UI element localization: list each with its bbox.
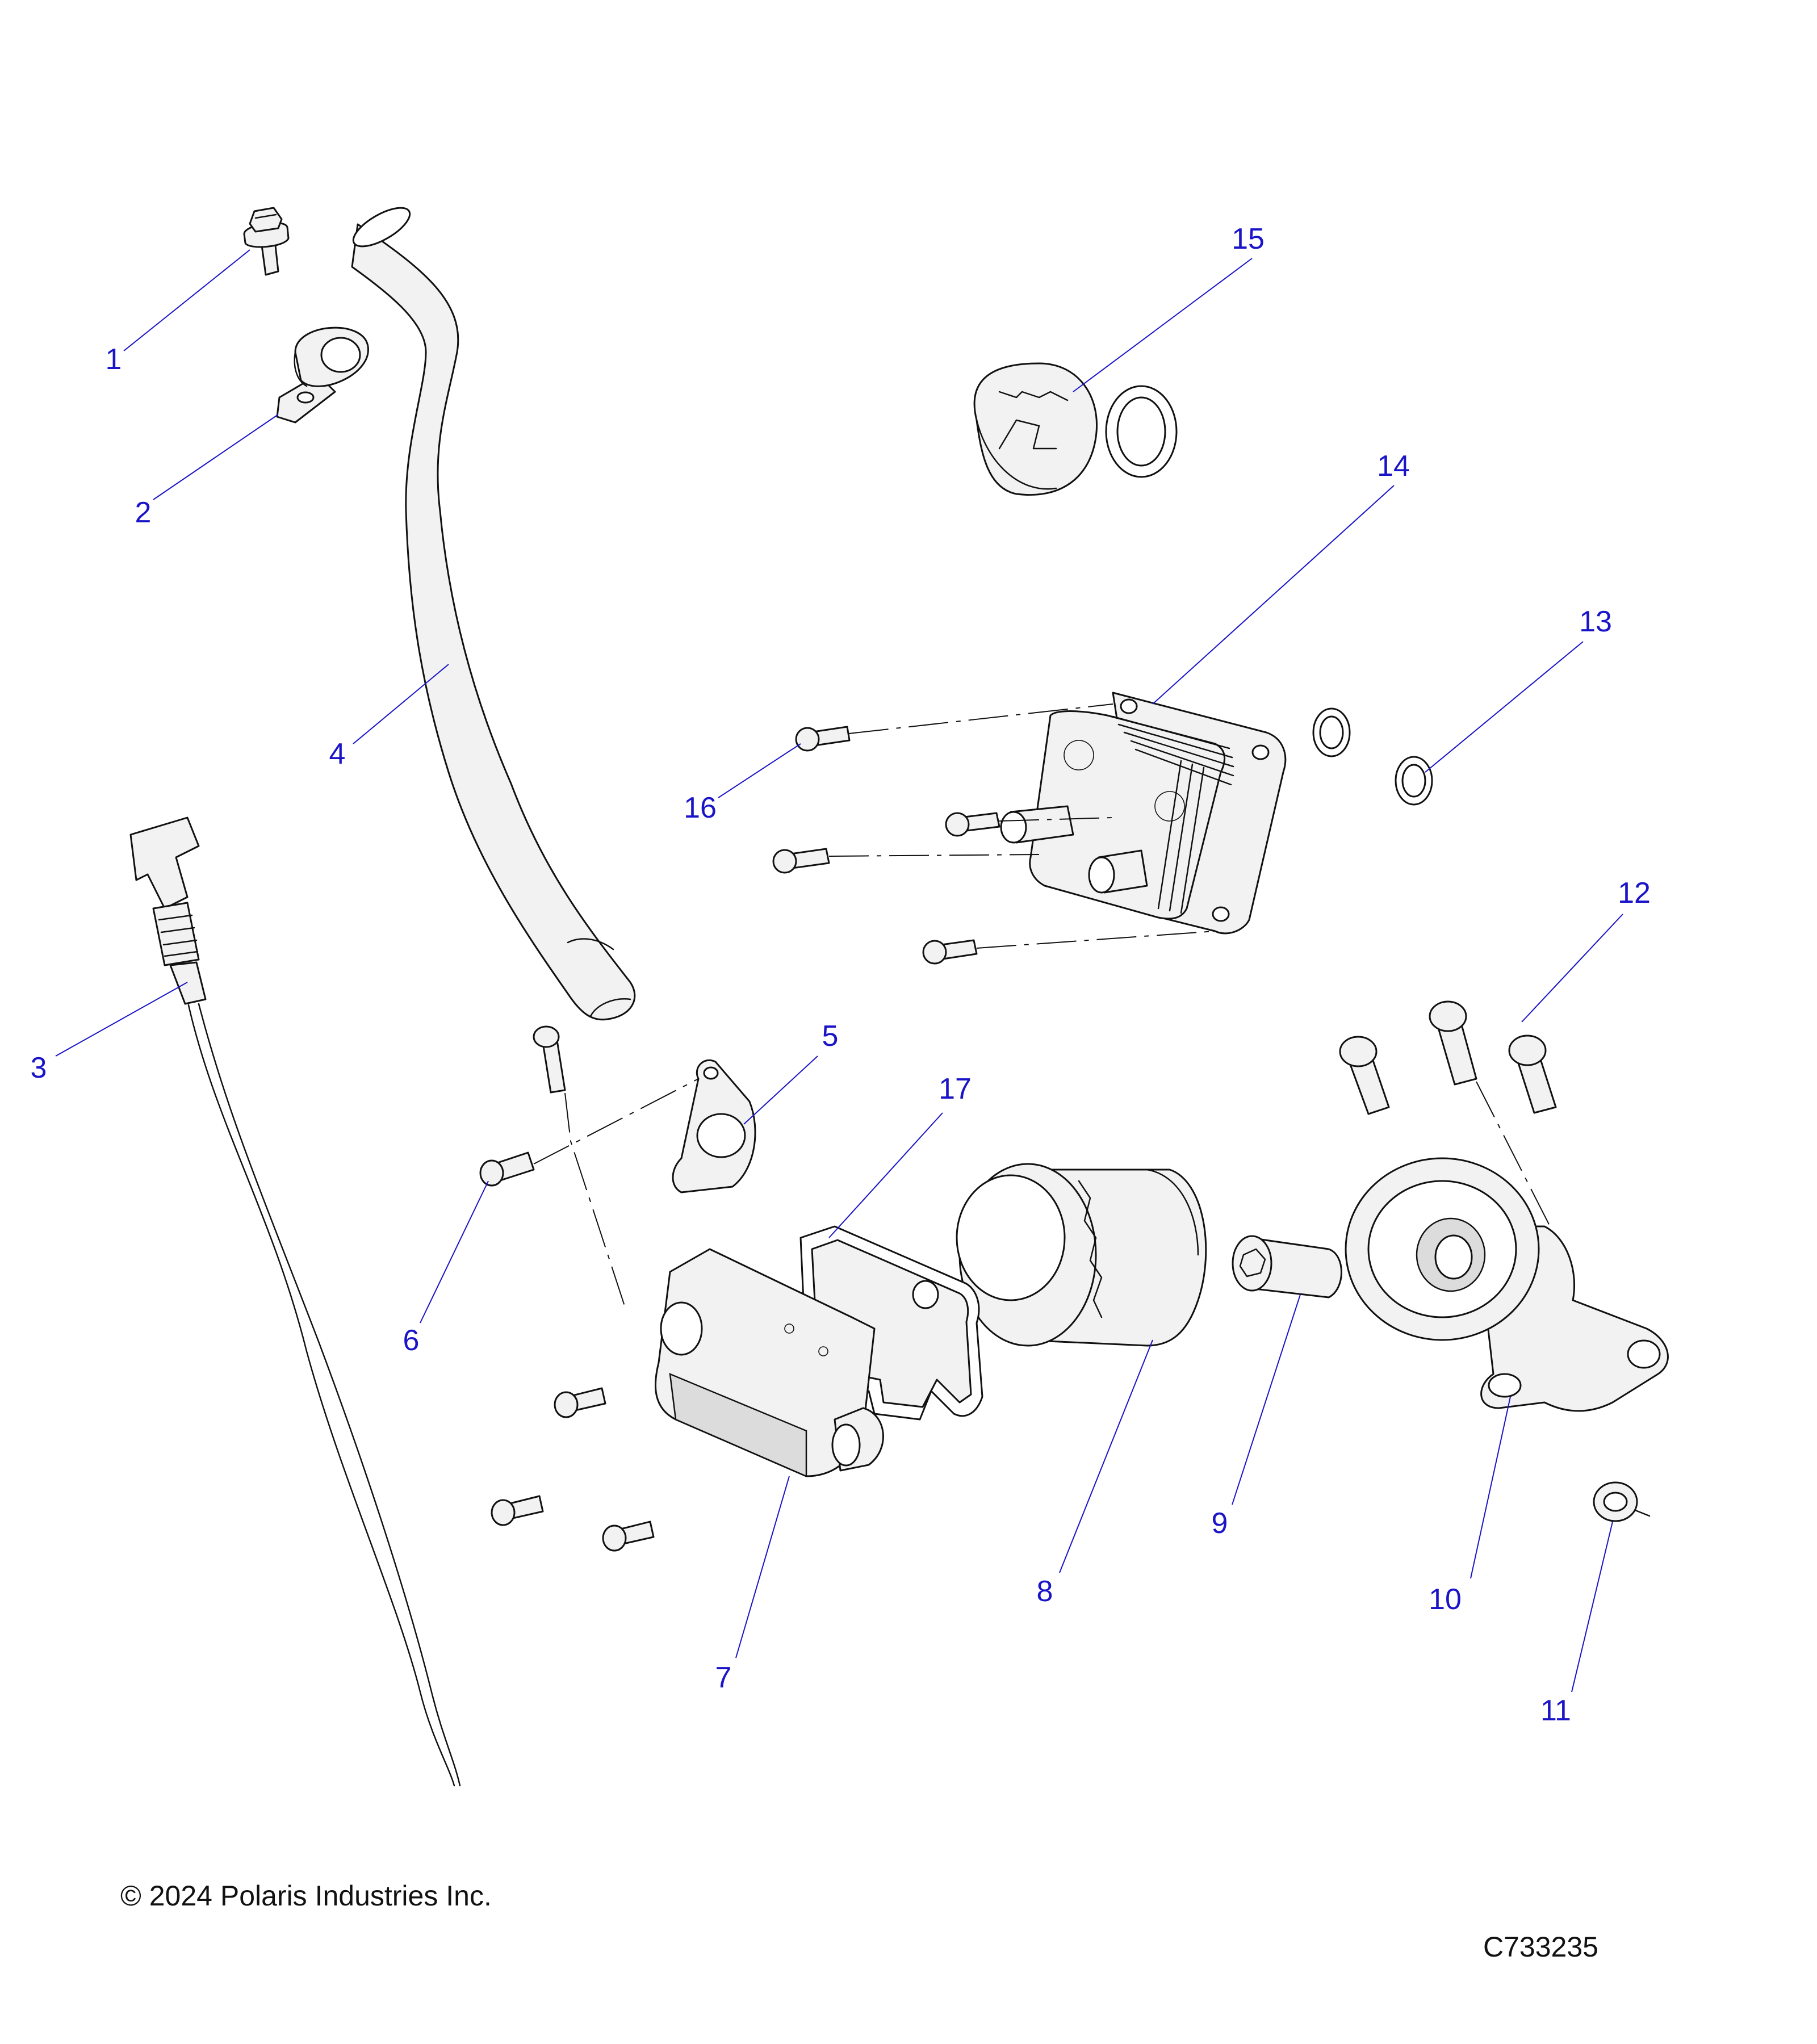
figure-id: C733235 <box>1483 1931 1598 1963</box>
callout-11: 11 <box>1540 1694 1571 1727</box>
leader-13 <box>1425 641 1584 773</box>
callout-15: 15 <box>1232 223 1265 256</box>
part-15-oil-fill-cap <box>973 362 1178 496</box>
part-1-flange-bolt <box>243 207 290 276</box>
part-13-o-rings <box>1312 707 1433 806</box>
part-16-cooler-bolts <box>772 703 1216 965</box>
leader-10 <box>1470 1396 1511 1579</box>
part-14-oil-cooler <box>1000 692 1287 935</box>
callout-1: 1 <box>106 343 122 376</box>
callout-8: 8 <box>1037 1575 1053 1608</box>
part-12-socket-bolts <box>1339 1000 1557 1238</box>
leader-6 <box>420 1180 489 1323</box>
leader-8 <box>1059 1339 1153 1573</box>
part-3-dipstick <box>129 816 461 1787</box>
part-9-nipple <box>1232 1235 1342 1299</box>
callout-17: 17 <box>939 1073 972 1105</box>
leader-17 <box>828 1112 943 1238</box>
copyright-text: © 2024 Polaris Industries Inc. <box>120 1880 492 1912</box>
leader-11 <box>1571 1521 1613 1693</box>
leader-9 <box>1232 1294 1301 1505</box>
callout-9: 9 <box>1212 1507 1228 1540</box>
part-10-filter-adapter <box>1345 1157 1669 1412</box>
leader-4 <box>353 664 449 744</box>
callout-2: 2 <box>135 496 152 529</box>
part-2-p-clamp <box>276 326 369 424</box>
part-4-dipstick-tube <box>351 207 636 1021</box>
part-6-bolts <box>479 1025 699 1552</box>
part-11-clip <box>1593 1481 1651 1522</box>
leader-1 <box>123 249 250 351</box>
part-7-filter-housing <box>654 1248 884 1477</box>
leader-lines <box>55 249 1623 1693</box>
callout-10: 10 <box>1429 1583 1462 1616</box>
callout-13: 13 <box>1579 605 1612 638</box>
callout-6: 6 <box>403 1324 420 1357</box>
part-5-gasket <box>672 1059 756 1193</box>
leader-12 <box>1521 914 1623 1023</box>
callouts: 1 2 3 4 5 6 7 8 9 10 11 12 13 14 15 16 1… <box>31 223 1651 1727</box>
callout-5: 5 <box>822 1020 839 1053</box>
leader-15 <box>1073 258 1253 392</box>
leader-16 <box>718 743 801 798</box>
leader-5 <box>743 1055 818 1125</box>
leader-3 <box>55 982 188 1057</box>
callout-4: 4 <box>329 738 346 770</box>
leader-14 <box>1152 485 1395 705</box>
leader-7 <box>735 1476 790 1658</box>
callout-14: 14 <box>1377 450 1410 483</box>
callout-3: 3 <box>31 1052 47 1084</box>
callout-7: 7 <box>715 1661 732 1694</box>
callout-16: 16 <box>684 791 717 824</box>
part-8-oil-filter <box>956 1163 1207 1347</box>
callout-12: 12 <box>1618 877 1651 910</box>
leader-2 <box>153 414 279 500</box>
